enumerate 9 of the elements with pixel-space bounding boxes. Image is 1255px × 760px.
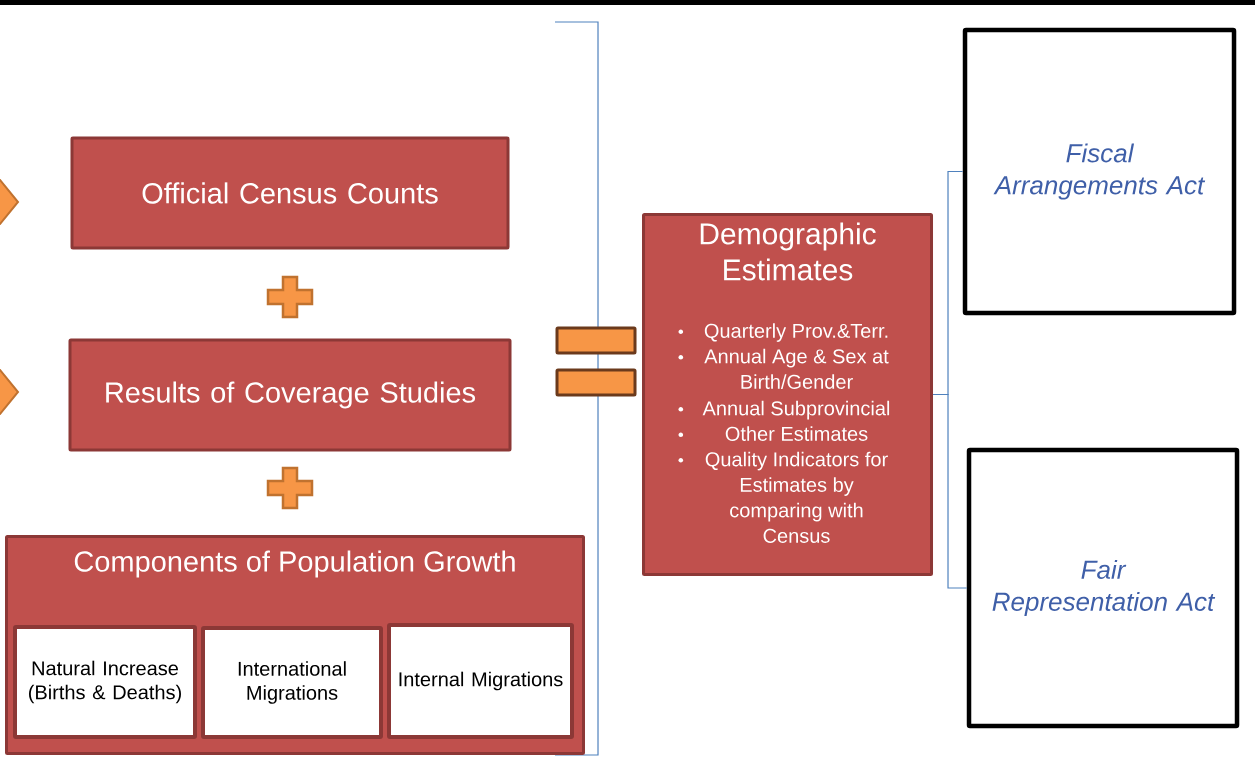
component-box: International Migrations (201, 626, 383, 739)
connector-line (932, 393, 968, 589)
act-box: Fair Representation Act (966, 447, 1240, 729)
act-box: Fiscal Arrangements Act (962, 27, 1237, 316)
process-box: Results of Coverage Studies (68, 338, 512, 452)
result-box: Demographic Estimates Quarterly Prov.&Terr. Annual Age & Sex at Birth/Gender Annual Subprovincial Other Estimates Quality Indicators for Estimates by comparing with Census (642, 213, 933, 576)
component-box: Natural Increase (Births & Deaths) (13, 625, 197, 739)
process-box: Official Census Counts (70, 136, 510, 250)
component-box: Internal Migrations (387, 623, 574, 739)
